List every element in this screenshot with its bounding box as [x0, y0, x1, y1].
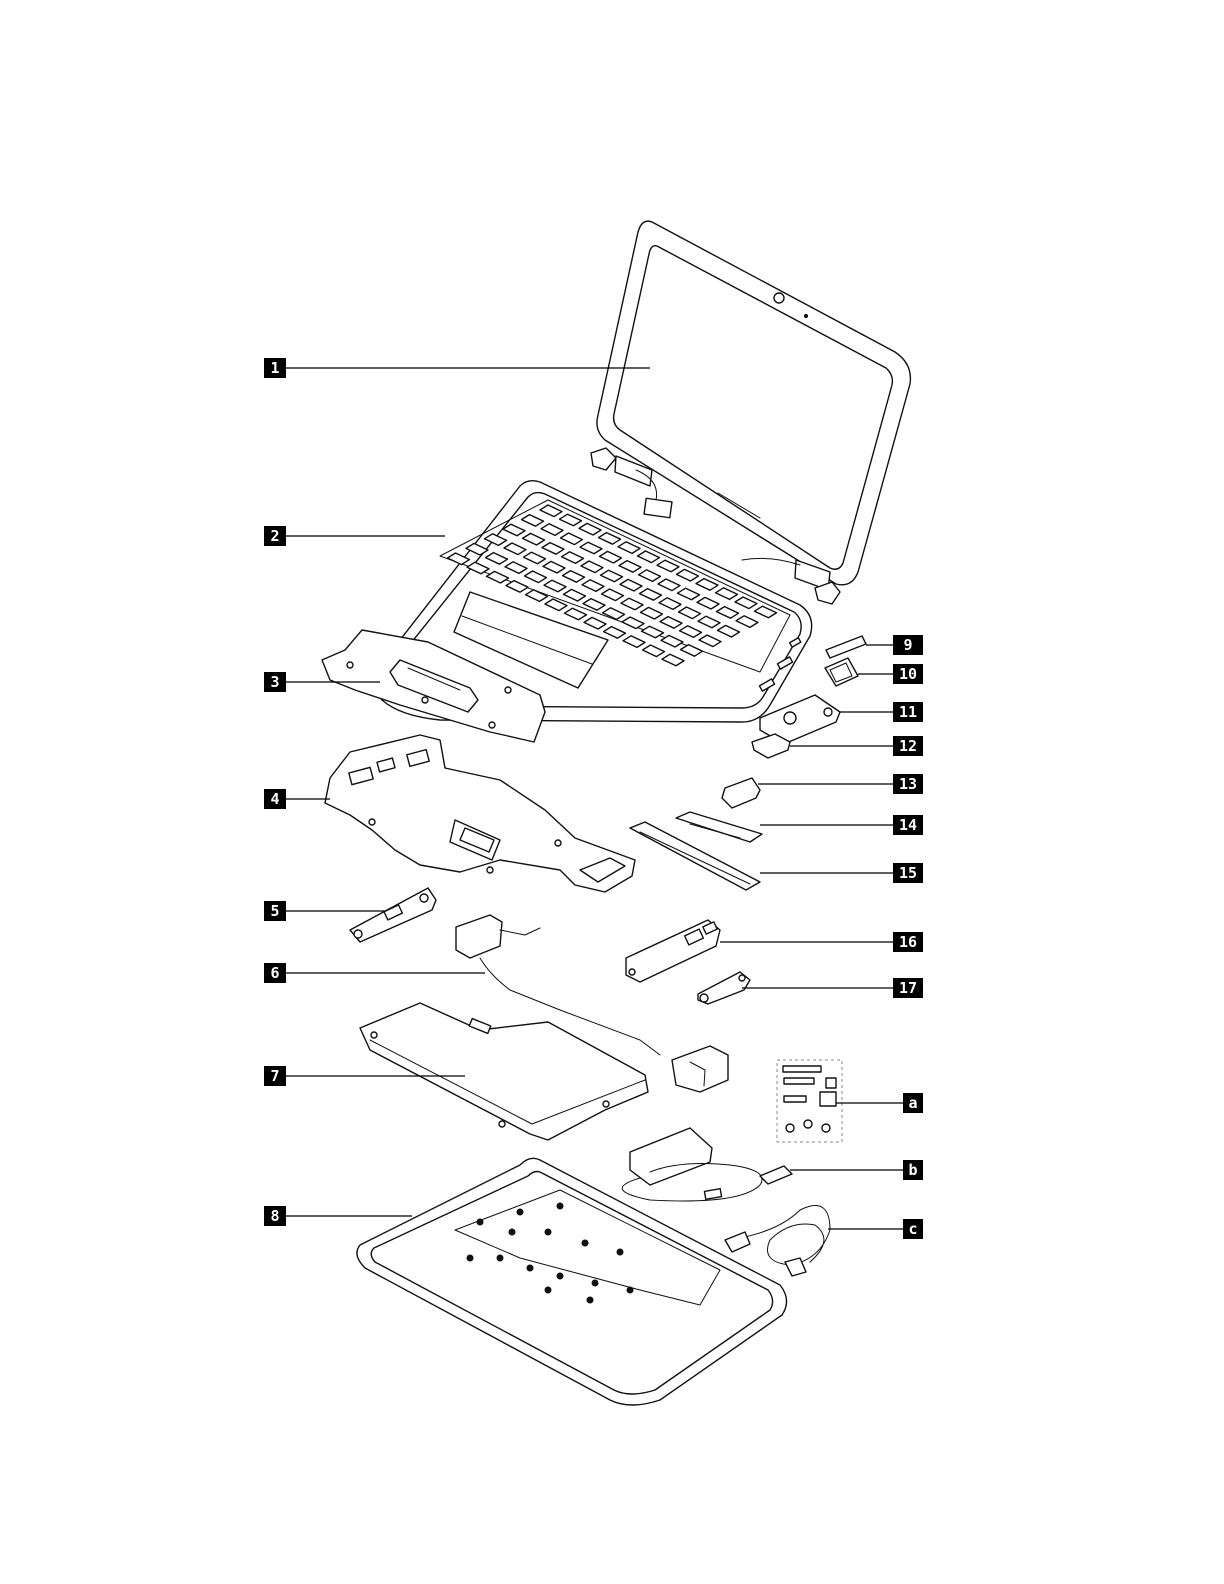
callout-10-label: 10: [899, 665, 917, 683]
callout-1: 1: [264, 358, 286, 378]
screw-dot: [557, 1273, 563, 1279]
callout-1-label: 1: [270, 359, 279, 377]
callout-6-label: 6: [270, 964, 279, 982]
screw-dot: [545, 1229, 551, 1235]
screw-dot: [627, 1287, 633, 1293]
callout-8-label: 8: [270, 1207, 279, 1225]
screw-dot: [467, 1255, 473, 1261]
callout-16-label: 16: [899, 933, 917, 951]
screw-dot: [477, 1219, 483, 1225]
callout-14: 14: [893, 815, 923, 835]
callout-5: 5: [264, 901, 286, 921]
screw-dot: [497, 1255, 503, 1261]
callout-a: a: [903, 1093, 923, 1113]
callout-12-label: 12: [899, 737, 917, 755]
screw-dot: [517, 1209, 523, 1215]
callout-7: 7: [264, 1066, 286, 1086]
callout-12: 12: [893, 736, 923, 756]
callout-c: c: [903, 1219, 923, 1239]
callout-3: 3: [264, 672, 286, 692]
callout-3-label: 3: [270, 673, 279, 691]
callout-7-label: 7: [270, 1067, 279, 1085]
callout-6: 6: [264, 963, 286, 983]
callout-a-label: a: [908, 1094, 917, 1112]
screw-dot: [617, 1249, 623, 1255]
part-9-cable: [826, 636, 866, 658]
callout-15: 15: [893, 863, 923, 883]
part-a-misc-kit: [777, 1060, 842, 1142]
callout-15-label: 15: [899, 864, 917, 882]
callout-11-label: 11: [899, 703, 917, 721]
callout-9: 9: [893, 635, 923, 655]
screw-dot: [587, 1297, 593, 1303]
part-battery: [360, 1003, 648, 1140]
screw-dot: [592, 1280, 598, 1286]
part-13-module: [722, 778, 760, 808]
screw-dot: [582, 1240, 588, 1246]
callout-14-label: 14: [899, 816, 917, 834]
part-small-board: [350, 888, 436, 942]
part-system-board: [325, 735, 635, 892]
screw-dot: [557, 1203, 563, 1209]
callout-4-label: 4: [270, 790, 279, 808]
screw-dot: [527, 1265, 533, 1271]
callout-13-label: 13: [899, 775, 917, 793]
callout-5-label: 5: [270, 902, 279, 920]
callout-17-label: 17: [899, 979, 917, 997]
callout-4: 4: [264, 789, 286, 809]
part-16-io-board: [626, 920, 720, 982]
callout-b-label: b: [908, 1161, 917, 1179]
part-14-flex-cable: [676, 812, 762, 842]
callout-10: 10: [893, 664, 923, 684]
callout-8: 8: [264, 1206, 286, 1226]
callout-13: 13: [893, 774, 923, 794]
part-bottom-cover: [357, 1158, 787, 1405]
part-10-card-tray: [825, 658, 858, 686]
callout-b: b: [903, 1160, 923, 1180]
callout-16: 16: [893, 932, 923, 952]
callout-c-label: c: [908, 1220, 917, 1238]
screw-dot: [545, 1287, 551, 1293]
part-b-ac-adapter: [622, 1128, 792, 1201]
callout-2-label: 2: [270, 527, 279, 545]
screw-dot: [509, 1229, 515, 1235]
callout-11: 11: [893, 702, 923, 722]
callout-17: 17: [893, 978, 923, 998]
callout-2: 2: [264, 526, 286, 546]
callout-9-label: 9: [903, 636, 912, 654]
